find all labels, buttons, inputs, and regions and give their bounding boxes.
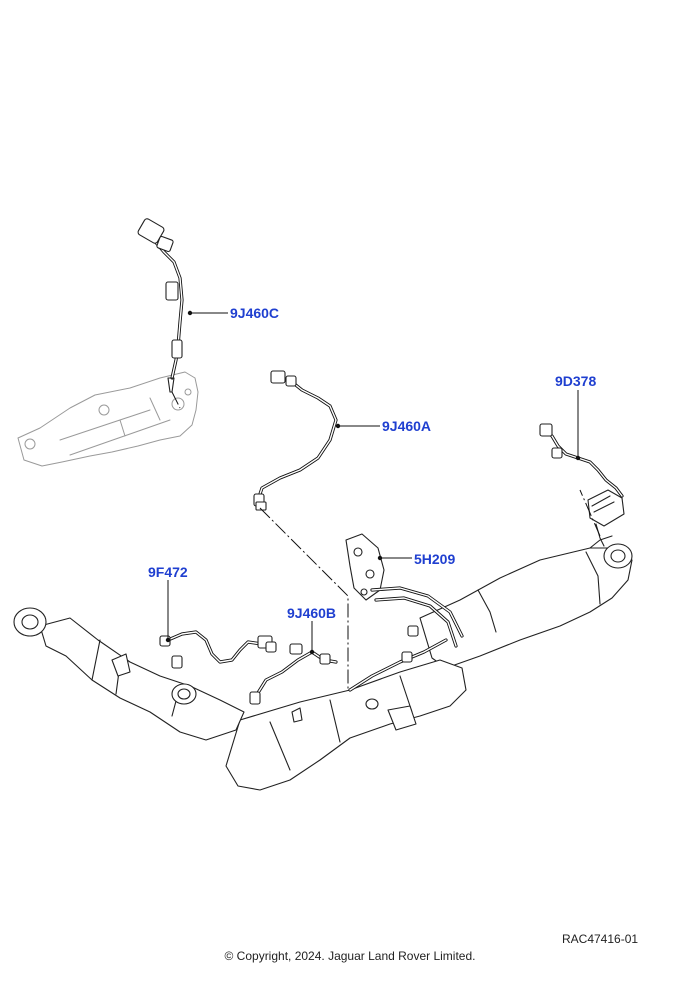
down-pipe	[13, 607, 245, 741]
callout-9j460a[interactable]: 9J460A	[335, 418, 431, 434]
copyright-notice: © Copyright, 2024. Jaguar Land Rover Lim…	[224, 949, 476, 963]
exhaust-manifold	[17, 371, 199, 467]
label-9f472[interactable]: 9F472	[148, 564, 188, 580]
sensor-9j460a-harness	[253, 370, 338, 511]
label-9j460c[interactable]: 9J460C	[230, 305, 279, 321]
alignment-lines	[171, 391, 601, 690]
bracket-5h209	[345, 533, 385, 601]
label-9d378[interactable]: 9D378	[555, 373, 596, 389]
callout-5h209[interactable]: 5H209	[377, 551, 456, 567]
callout-9d378[interactable]: 9D378	[555, 373, 596, 461]
callout-9j460b[interactable]: 9J460B	[287, 605, 336, 655]
harness-loom	[348, 586, 464, 692]
label-5h209[interactable]: 5H209	[414, 551, 455, 567]
sensor-9f472-harness	[159, 630, 277, 669]
label-9j460a[interactable]: 9J460A	[382, 418, 431, 434]
label-9j460b[interactable]: 9J460B	[287, 605, 336, 621]
sensor-9d378-harness	[539, 423, 625, 547]
sensor-9j460b-harness	[249, 643, 338, 705]
illustration-reference: RAC47416-01	[562, 932, 639, 946]
callout-9f472[interactable]: 9F472	[148, 564, 188, 643]
callout-9j460c[interactable]: 9J460C	[187, 305, 279, 321]
sensor-9j460c-harness	[137, 218, 184, 393]
catalytic-converter	[225, 659, 467, 791]
exhaust-silencer	[419, 535, 633, 669]
